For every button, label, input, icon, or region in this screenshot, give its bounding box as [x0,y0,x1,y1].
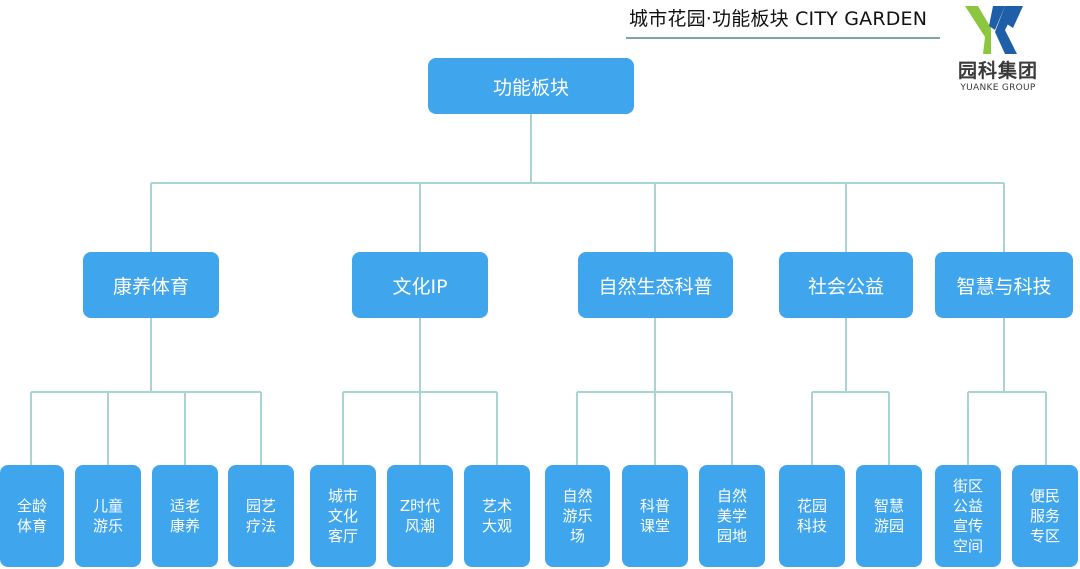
leaf-label-line: 空间 [952,537,983,555]
leaf-label-line: 艺术 [481,497,512,515]
leaf-label-line: 游乐 [92,517,123,535]
leaf-label-line: 服务 [1029,507,1060,525]
leaf-node: 街区公益宣传空间 [935,465,1001,567]
leaf-label-line: 康养 [169,517,200,535]
leaf-label-line: 宣传 [952,517,983,535]
category-node-public-welfare: 社会公益 [779,252,913,318]
leaf-node: 城市文化客厅 [310,465,376,567]
leaf-node: 全龄体育 [0,465,64,567]
leaf-label-line: 游园 [873,517,904,535]
leaf-label-line: 客厅 [327,527,358,545]
leaf-label-line: 公益 [952,497,983,515]
logo-company-subtitle: YUANKE GROUP [960,83,1036,93]
title-underline [626,37,940,39]
leaf-label-line: Z时代 [399,497,441,515]
leaf-label-line: 园地 [716,527,747,545]
leaf-label-line: 游乐 [562,507,593,525]
root-node: 功能板块 [428,58,634,114]
leaf-label-line: 适老 [169,497,200,515]
leaf-label-line: 风潮 [404,517,435,535]
leaf-label-line: 科技 [796,517,827,535]
leaf-label-line: 美学 [716,507,747,525]
leaf-label-line: 智慧 [873,497,904,515]
leaf-node: 科普课堂 [622,465,688,567]
leaf-node: Z时代风潮 [387,465,453,567]
leaf-label-line: 场 [569,527,585,545]
leaf-node: 花园科技 [779,465,845,567]
leaf-label-line: 文化 [327,507,358,525]
leaf-node: 园艺疗法 [228,465,294,567]
company-logo: 园科集团 YUANKE GROUP [946,6,1056,96]
leaf-label-line: 园艺 [245,497,276,515]
leaf-label-line: 疗法 [245,517,276,535]
category-node-culture-ip: 文化IP [352,252,488,318]
leaf-node: 儿童游乐 [75,465,141,567]
page-title: 城市花园·功能板块 CITY GARDEN [629,8,928,30]
leaf-label-line: 全龄 [16,497,47,515]
logo-company-name: 园科集团 [957,60,1038,82]
leaf-node: 便民服务专区 [1012,465,1078,567]
leaf-node: 自然游乐场 [545,465,610,567]
leaf-label-line: 自然 [716,487,747,505]
leaf-label-line: 花园 [796,497,827,515]
leaf-label-line: 体育 [16,517,47,535]
category-node-kangyang: 康养体育 [83,252,219,318]
leaf-label-line: 专区 [1029,527,1060,545]
leaf-label-line: 便民 [1029,487,1060,505]
leaf-label-line: 大观 [481,517,512,535]
category-node-smart-tech: 智慧与科技 [935,252,1073,318]
yk-logo-icon [965,6,1023,54]
leaf-node: 智慧游园 [856,465,922,567]
leaf-label-line: 自然 [562,487,593,505]
leaf-label-line: 儿童 [92,497,123,515]
category-node-nature-science: 自然生态科普 [578,252,733,318]
leaf-label-line: 城市 [327,487,358,505]
leaf-node: 自然美学园地 [699,465,765,567]
leaf-label-line: 科普 [639,497,670,515]
leaf-label-line: 街区 [952,477,983,495]
leaf-node: 适老康养 [152,465,218,567]
leaf-node: 艺术大观 [464,465,530,567]
leaf-label-line: 课堂 [639,517,670,535]
